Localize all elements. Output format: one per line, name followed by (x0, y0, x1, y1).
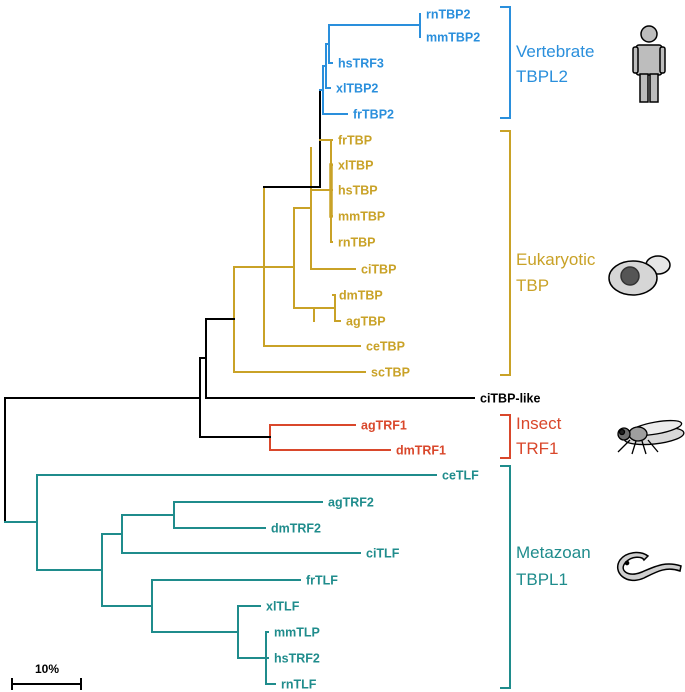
tree-branches (4, 13, 475, 685)
group-sublabel-metazoan: TBPL1 (516, 570, 568, 589)
leaf-label-ciTBP: ciTBP (361, 263, 396, 277)
leaf-label-xlTLF: xlTLF (266, 600, 300, 614)
leaf-label-hsTBP: hsTBP (338, 184, 378, 198)
bracket-vertebrate (500, 6, 511, 119)
leaf-label-dmTRF1: dmTRF1 (396, 444, 446, 458)
leaf-label-hsTRF2: hsTRF2 (274, 652, 320, 666)
group-sublabel-vertebrate: TBPL2 (516, 67, 568, 86)
human-figure-icon (632, 25, 666, 103)
leaf-label-frTBP2: frTBP2 (353, 108, 394, 122)
leaf-label-rnTBP2: rnTBP2 (426, 8, 471, 22)
leaf-label-xlTBP: xlTBP (338, 159, 373, 173)
leaf-label-frTBP: frTBP (338, 134, 372, 148)
leaf-label-frTLF: frTLF (306, 574, 338, 588)
leaf-label-agTRF1: agTRF1 (361, 419, 407, 433)
group-sublabel-eukaryotic: TBP (516, 276, 549, 295)
bracket-metazoan (500, 465, 511, 689)
worm-icon (617, 551, 682, 581)
leaf-label-dmTBP: dmTBP (339, 289, 383, 303)
group-label-insect: Insect (516, 414, 562, 433)
leaf-label-rnTBP: rnTBP (338, 236, 376, 250)
group-label-metazoan: Metazoan (516, 543, 591, 562)
bracket-eukaryotic (500, 130, 511, 376)
leaf-label-hsTRF3: hsTRF3 (338, 57, 384, 71)
leaf-label-mmTBP: mmTBP (338, 210, 385, 224)
group-sublabel-insect: TRF1 (516, 439, 559, 458)
scale-bar-label: 10% (35, 662, 59, 676)
leaf-label-agTBP: agTBP (346, 315, 386, 329)
yeast-cell-icon (608, 255, 671, 296)
leaf-label-mmTBP2: mmTBP2 (426, 31, 480, 45)
leaf-label-mmTLP: mmTLP (274, 626, 320, 640)
group-label-vertebrate: Vertebrate (516, 42, 594, 61)
leaf-label-ciTLF: ciTLF (366, 547, 400, 561)
scale-bar: 10% (11, 662, 82, 690)
fly-icon (617, 419, 685, 455)
leaf-label-ciTBP-like: ciTBP-like (480, 392, 540, 406)
leaf-label-agTRF2: agTRF2 (328, 496, 374, 510)
leaf-label-rnTLF: rnTLF (281, 678, 317, 692)
group-label-eukaryotic: Eukaryotic (516, 250, 596, 269)
leaf-label-xlTBP2: xlTBP2 (336, 82, 378, 96)
leaf-label-scTBP: scTBP (371, 366, 410, 380)
leaf-label-ceTBP: ceTBP (366, 340, 405, 354)
leaf-label-ceTLF: ceTLF (442, 469, 479, 483)
leaf-label-dmTRF2: dmTRF2 (271, 522, 321, 536)
bracket-insect (500, 414, 511, 459)
leaf-labels: rnTBP2 mmTBP2 hsTRF3 xlTBP2 frTBP2 frTBP xlTBP… (266, 8, 540, 692)
